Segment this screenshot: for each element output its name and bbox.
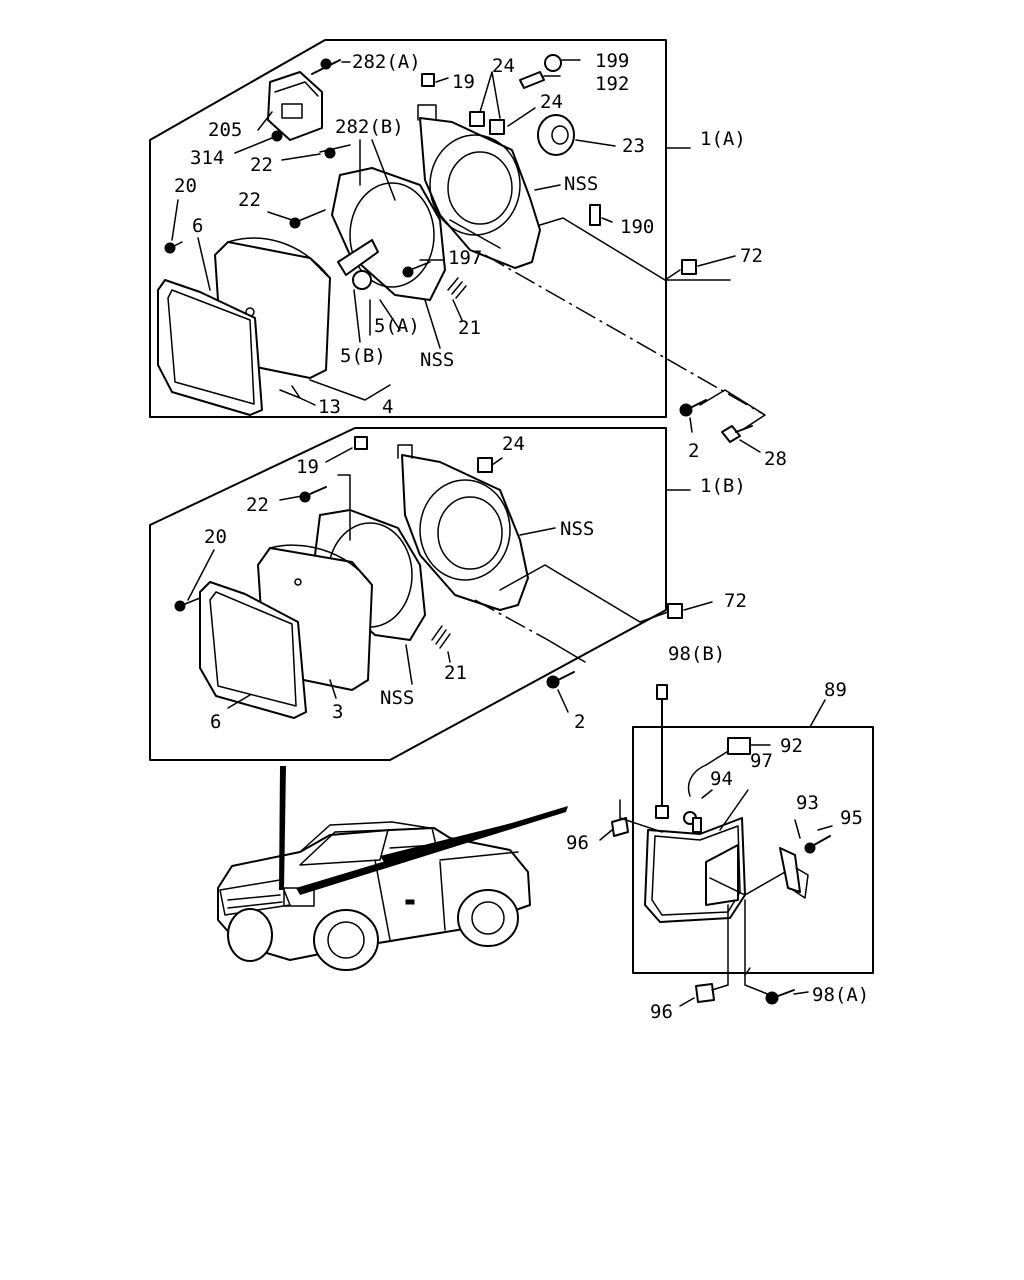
label-282a: 282(A) <box>352 51 421 73</box>
label-22b: 22 <box>238 189 261 211</box>
headlamp-bracket-lower <box>397 444 529 611</box>
label-192: 192 <box>595 73 629 95</box>
label-314: 314 <box>190 147 224 169</box>
label-3: 3 <box>332 701 343 723</box>
label-nss3: NSS <box>560 518 594 540</box>
label-97: 97 <box>750 750 773 772</box>
fasteners-top <box>164 54 601 399</box>
label-72b: 72 <box>724 590 747 612</box>
label-24b: 24 <box>540 91 563 113</box>
label-2a: 2 <box>688 440 699 462</box>
label-28: 28 <box>764 448 787 470</box>
side-marker-lamp <box>644 817 746 923</box>
label-197: 197 <box>448 247 482 269</box>
bulb-socket-94 <box>683 737 751 833</box>
screw-2-upper <box>679 399 707 433</box>
label-92: 92 <box>780 735 803 757</box>
label-5a: 5(A) <box>374 315 420 337</box>
label-nss4: NSS <box>380 687 414 709</box>
label-96b: 96 <box>650 1001 673 1023</box>
label-72a: 72 <box>740 245 763 267</box>
label-93: 93 <box>796 792 819 814</box>
leaders-right-upper <box>484 217 766 431</box>
label-190: 190 <box>620 216 654 238</box>
label-13: 13 <box>318 396 341 418</box>
fasteners-mid <box>174 436 683 689</box>
leaders-mid <box>187 447 713 713</box>
label-6b: 6 <box>210 711 221 733</box>
label-4: 4 <box>382 396 393 418</box>
label-1b: 1(B) <box>700 475 746 497</box>
label-20a: 20 <box>174 175 197 197</box>
headlamp-bulb <box>337 239 379 290</box>
label-98a: 98(A) <box>812 984 869 1006</box>
label-24c: 24 <box>502 433 525 455</box>
callout-sweeps <box>279 766 568 895</box>
bracket-93 <box>779 847 809 899</box>
label-6a: 6 <box>192 215 203 237</box>
label-1a: 1(A) <box>700 128 746 150</box>
label-20b: 20 <box>204 526 227 548</box>
label-2b: 2 <box>574 711 585 733</box>
label-23: 23 <box>622 135 645 157</box>
label-5b: 5(B) <box>340 345 386 367</box>
label-nss1: NSS <box>564 173 598 195</box>
fasteners-bottom <box>611 684 831 1005</box>
label-22a: 22 <box>250 154 273 176</box>
label-199: 199 <box>595 50 629 72</box>
label-19b: 19 <box>296 456 319 478</box>
clip-72-upper <box>681 255 736 275</box>
leaders-bottom <box>599 744 833 1007</box>
label-98b: 98(B) <box>668 643 725 665</box>
retaining-ring-lower <box>199 581 307 719</box>
connector-205 <box>267 71 323 141</box>
group-89-frame <box>632 699 874 974</box>
label-94: 94 <box>710 768 733 790</box>
label-282b: 282(B) <box>335 116 404 138</box>
label-205: 205 <box>208 119 242 141</box>
label-89: 89 <box>824 679 847 701</box>
bolt-28 <box>721 425 761 453</box>
leaders-top <box>171 59 731 406</box>
label-95: 95 <box>840 807 863 829</box>
label-19a: 19 <box>452 71 475 93</box>
label-21b: 21 <box>444 662 467 684</box>
label-96a: 96 <box>566 832 589 854</box>
pickup-truck-illustration <box>217 821 531 971</box>
group-1a-frame <box>149 39 691 418</box>
label-24a: 24 <box>492 55 515 77</box>
group-1b-frame <box>149 427 691 761</box>
label-21a: 21 <box>458 317 481 339</box>
label-22c: 22 <box>246 494 269 516</box>
headlamp-bracket-upper <box>417 104 541 269</box>
retaining-ring-upper <box>157 279 263 416</box>
part-labels: 282(A) 199 19 24 192 24 205 282(B) 23 1(… <box>174 50 869 1023</box>
label-nss2: NSS <box>420 349 454 371</box>
